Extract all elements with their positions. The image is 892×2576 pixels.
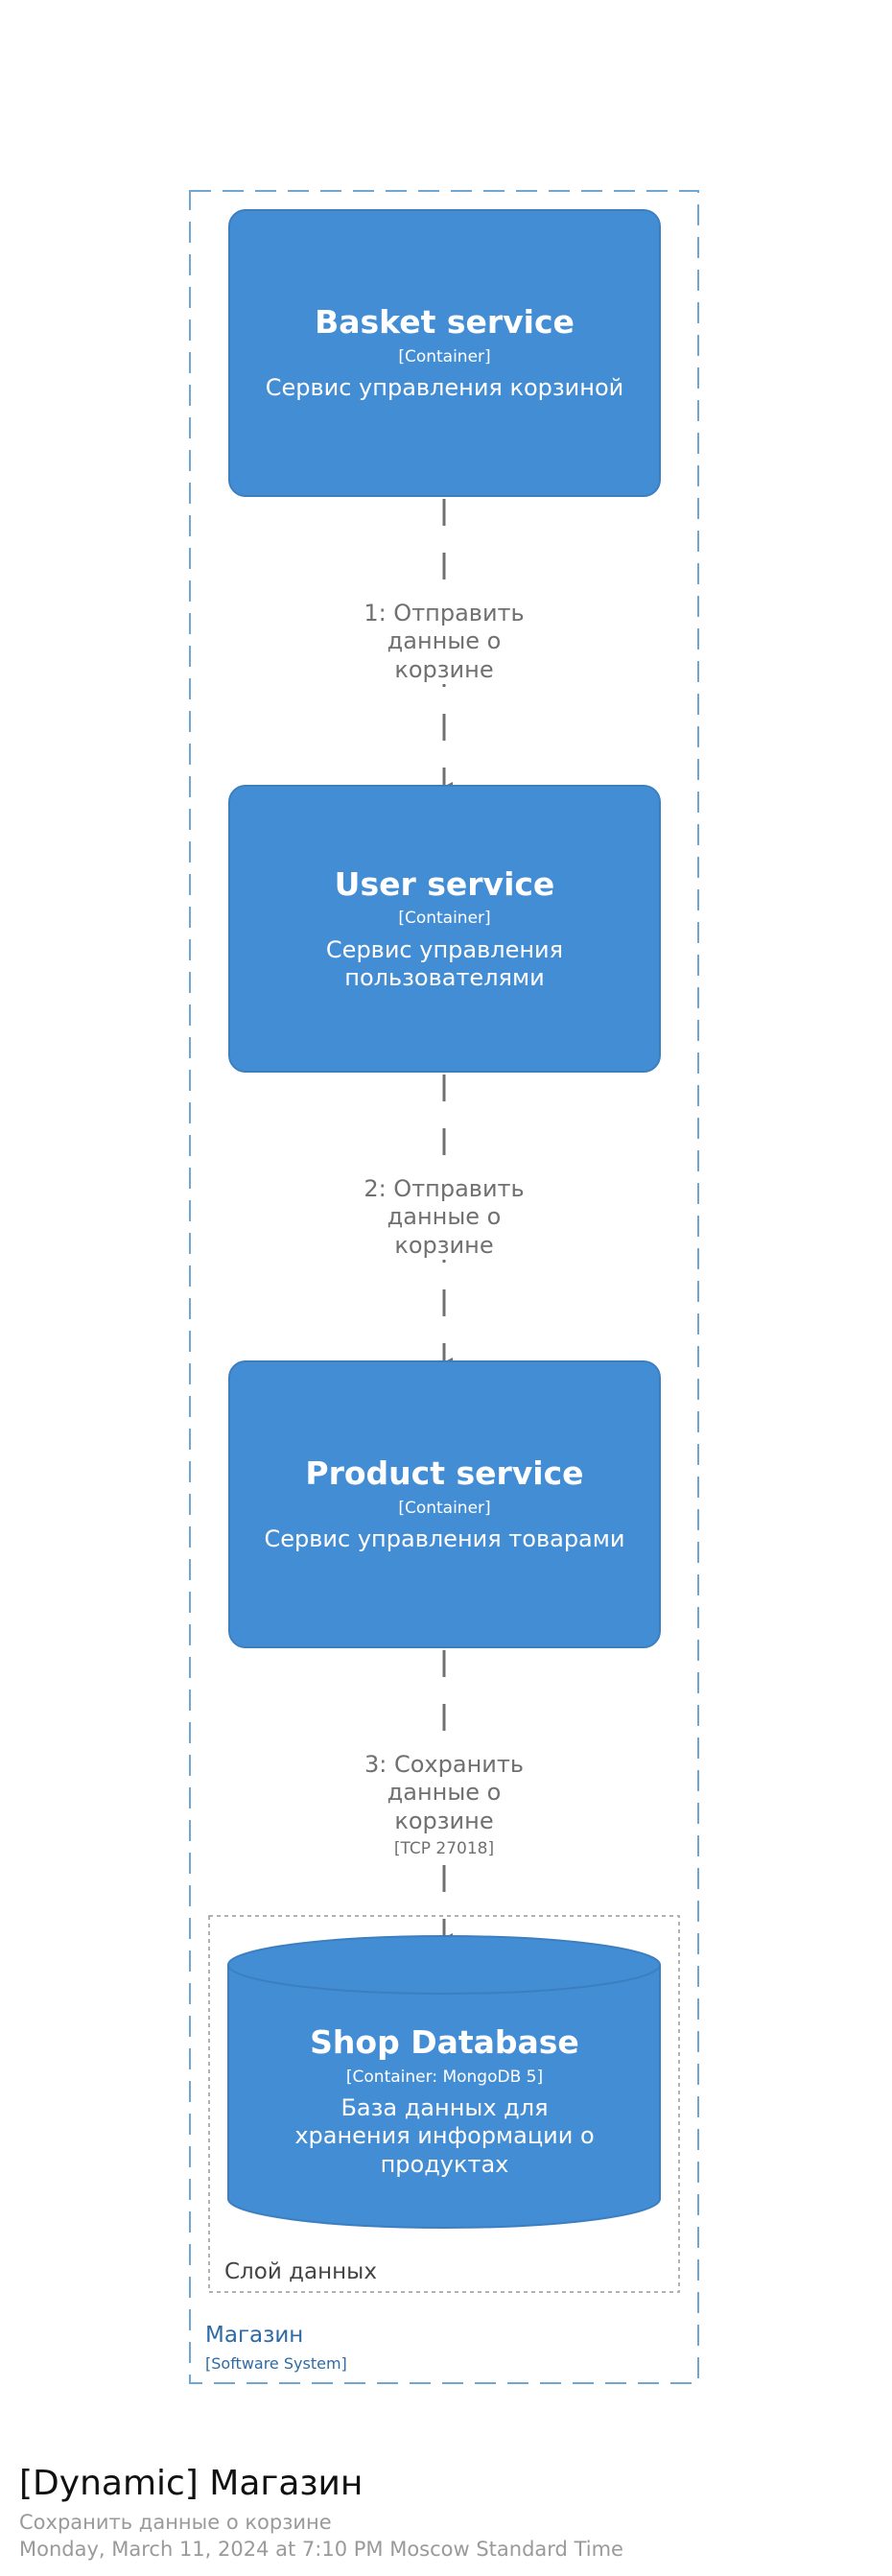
product-service-container[interactable]: Product service [Container] Сервис управ… (228, 1360, 661, 1648)
relationship-label-text: 1: Отправить данные о корзине (364, 600, 525, 683)
database-description: База данных для хранения информации о пр… (294, 2094, 595, 2178)
relationship-1-label: 1: Отправить данные о корзине (348, 600, 540, 684)
data-layer-label: Слой данных (224, 2259, 377, 2284)
container-description: Сервис управления корзиной (265, 374, 624, 402)
shop-database-container[interactable]: Shop Database [Container: MongoDB 5] Баз… (228, 1996, 661, 2207)
boundary-name: Магазин (205, 2323, 304, 2348)
basket-service-container[interactable]: Basket service [Container] Сервис управл… (228, 209, 661, 497)
relationship-2-label: 2: Отправить данные о корзине (348, 1175, 540, 1260)
data-layer-group (208, 1915, 680, 2293)
container-title: Product service (305, 1454, 584, 1493)
relationship-technology: [TCP 27018] (393, 1838, 495, 1858)
boundary-type: [Software System] (205, 2354, 347, 2373)
user-service-container[interactable]: User service [Container] Сервис управлен… (228, 785, 661, 1073)
container-type: [Container] (398, 346, 491, 366)
container-title: Basket service (315, 303, 575, 342)
relationship-label-text: 3: Сохранить данные о корзине (364, 1751, 524, 1834)
container-type: [Container] (398, 1498, 491, 1518)
relationship-label-text: 2: Отправить данные о корзине (364, 1175, 525, 1259)
database-type: [Container: MongoDB 5] (345, 2067, 544, 2087)
diagram-description: Сохранить данные о корзине (19, 2511, 332, 2534)
database-title: Shop Database (310, 2023, 579, 2062)
container-description: Сервис управления товарами (264, 1525, 625, 1553)
container-type: [Container] (398, 909, 491, 929)
container-title: User service (334, 864, 555, 903)
shop-database-cylinder (227, 1935, 661, 2229)
relationship-3-label: 3: Сохранить данные о корзине [TCP 27018… (348, 1751, 540, 1859)
software-system-boundary (189, 190, 699, 2384)
diagram-title: [Dynamic] Магазин (19, 2464, 364, 2503)
diagram-date: Monday, March 11, 2024 at 7:10 PM Moscow… (19, 2538, 623, 2561)
container-description: Сервис управления пользователями (325, 935, 564, 991)
